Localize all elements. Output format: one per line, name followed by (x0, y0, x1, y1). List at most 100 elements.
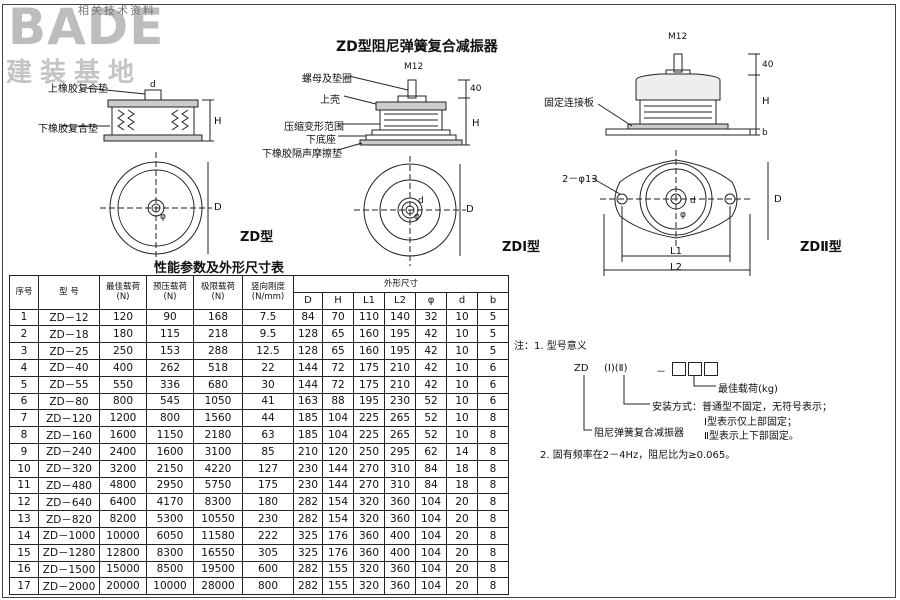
phi-label: φ (160, 212, 166, 222)
table-cell: 72 (322, 375, 354, 394)
table-cell: 210 (384, 375, 416, 394)
table-cell: ZD－25 (38, 342, 100, 360)
table-cell: 128 (293, 325, 323, 344)
d-label-center: d (418, 196, 424, 206)
table-cell: ZD－1500 (38, 560, 100, 579)
notes-section: 注：1. 型号意义 (514, 340, 587, 354)
table-cell: 144 (293, 375, 323, 394)
d-label-right: d (690, 196, 696, 206)
table-cell: 18 (446, 459, 478, 478)
table-cell: 320 (353, 577, 385, 596)
table-cell: 153 (146, 342, 194, 360)
note-product-name: 阻尼弹簧复合减振器 (594, 428, 684, 439)
note-2: 2. 固有频率在2－4Hz，阻尼比为≥0.065。 (540, 450, 736, 461)
l1-label: L1 (670, 246, 682, 257)
height-label: H (214, 116, 222, 127)
zdi-plan-view (354, 156, 466, 266)
zd-plan-view (100, 152, 212, 264)
table-cell: 8 (477, 577, 509, 596)
note-install: 安装方式：普通型不固定，无符号表示； (652, 402, 832, 413)
table-cell: 72 (322, 358, 354, 377)
table-cell: 305 (242, 543, 294, 562)
table-cell: 144 (293, 358, 323, 377)
table-cell: 2950 (146, 476, 194, 495)
table-cell: ZD－240 (38, 442, 100, 461)
table-cell: 127 (242, 459, 294, 478)
table-cell: 195 (384, 342, 416, 360)
table-cell: 282 (293, 577, 323, 596)
code-type: (Ⅰ)(Ⅱ) (604, 363, 628, 374)
table-cell: 10 (446, 409, 478, 428)
b-label: b (762, 128, 768, 138)
table-cell: 19500 (193, 560, 243, 579)
upper-pad-label: 上橡胶复合垫 (48, 84, 108, 95)
compression-range-label: 压缩变形范围 (284, 122, 344, 133)
table-cell: 225 (353, 426, 385, 444)
table-cell: ZD－1280 (38, 543, 100, 562)
table-cell: 65 (322, 325, 354, 344)
table-cell: 13 (9, 510, 39, 528)
lower-base-label: 下底座 (306, 135, 336, 146)
table-cell: 104 (415, 510, 447, 528)
table-cell: 10000 (146, 577, 194, 596)
table-cell: 550 (99, 375, 147, 394)
table-cell: 110 (353, 308, 385, 327)
table-cell: 120 (99, 308, 147, 327)
table-cell: 20 (446, 577, 478, 596)
l2-label: L2 (670, 262, 682, 273)
table-cell: 155 (322, 577, 354, 596)
table-cell: 2400 (99, 442, 147, 461)
lower-pad-label: 下橡胶复合垫 (38, 124, 98, 135)
table-cell: 185 (293, 426, 323, 444)
table-cell: 115 (146, 325, 194, 344)
table-cell: 800 (99, 392, 147, 411)
table-cell: 160 (353, 342, 385, 360)
table-cell: 42 (415, 325, 447, 344)
table-cell: ZD－320 (38, 459, 100, 478)
table-cell: 11 (9, 476, 39, 495)
table-cell: 1200 (99, 409, 147, 428)
table-cell: 6400 (99, 493, 147, 512)
note-1: 注：1. 型号意义 (514, 341, 587, 352)
table-cell: ZD－40 (38, 358, 100, 377)
dim-40-label-right: 40 (762, 60, 774, 70)
diameter-label-right: D (774, 194, 782, 205)
table-cell: 16550 (193, 543, 243, 562)
d-label: d (150, 80, 156, 90)
table-cell: 5 (477, 342, 509, 360)
note-best-load: 最佳载荷(kg) (718, 384, 778, 395)
col-max-load: 最佳载荷(N) (99, 275, 147, 310)
table-cell: ZD－80 (38, 392, 100, 411)
zdi-side-view (337, 75, 470, 151)
table-cell: 1050 (193, 392, 243, 411)
table-cell: 360 (384, 493, 416, 512)
code-box-3 (704, 362, 718, 376)
table-cell: 320 (353, 560, 385, 579)
table-cell: 8300 (146, 543, 194, 562)
zd-side-view (62, 87, 214, 142)
hole-label: 2－φ13 (562, 174, 598, 185)
logo-top-text: 相关技术资料 (78, 4, 156, 17)
height-label-center: H (472, 118, 480, 129)
note-type1: Ⅰ型表示仅上部固定； (704, 417, 797, 428)
table-cell: 680 (193, 375, 243, 394)
table-cell: 336 (146, 375, 194, 394)
code-box-2 (688, 362, 702, 376)
table-cell: 10550 (193, 510, 243, 528)
table-cell: 282 (293, 493, 323, 512)
table-cell: 163 (293, 392, 323, 411)
table-cell: 104 (415, 543, 447, 562)
table-cell: 84 (415, 459, 447, 478)
zdii-plan-view (591, 150, 769, 276)
table-cell: 360 (384, 560, 416, 579)
